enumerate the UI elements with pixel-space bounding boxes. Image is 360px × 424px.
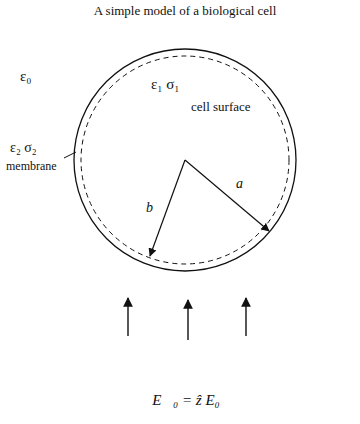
membrane-properties: ε₂ σ₂ [10, 140, 37, 155]
medium-permittivity: ε₀ [20, 68, 32, 85]
cell-properties: ε₁ σ₁ [151, 76, 180, 93]
field-equation: E⃗₀ = ẑ E₀ [152, 392, 220, 409]
membrane-label: membrane [6, 160, 57, 173]
figure-title: A simple model of a biological cell [94, 4, 277, 18]
field-arrow [127, 298, 128, 336]
cell-outline [73, 48, 297, 272]
cell-circle: ε₁ σ₁ cell surface [73, 48, 297, 272]
membrane-outer [74, 49, 296, 271]
radius-label: b [146, 200, 153, 215]
field-arrow [187, 300, 188, 340]
radius-b-line [150, 160, 185, 256]
cell-surface [81, 56, 289, 264]
radius-label: a [236, 176, 243, 191]
surface-label: cell surface [191, 100, 251, 114]
field-arrow [245, 298, 246, 336]
radius-a-line [185, 160, 269, 231]
